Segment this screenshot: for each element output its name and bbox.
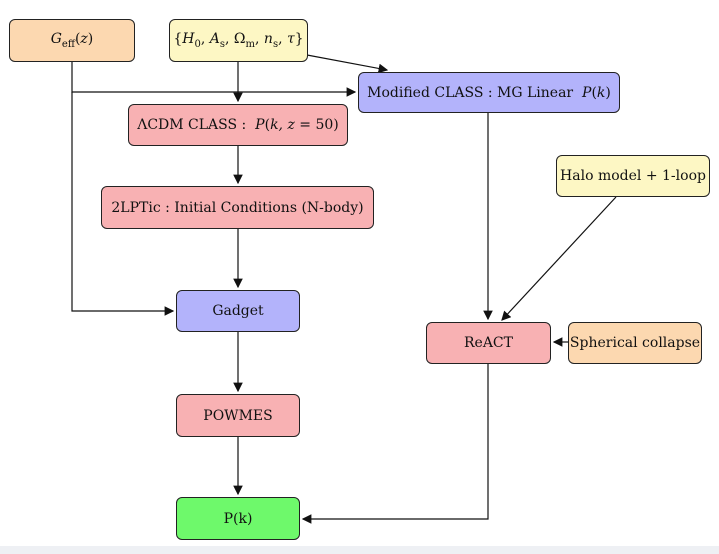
edge-params-to-modified bbox=[306, 54, 389, 74]
pk-label: P(k) bbox=[223, 510, 253, 527]
bottom-strip bbox=[0, 546, 719, 554]
halo-model-label: Halo model + 1-loop bbox=[560, 168, 706, 184]
modified-class-node: Modified CLASS : MG Linear P(k) bbox=[358, 72, 620, 113]
gadget-label: Gadget bbox=[212, 303, 264, 319]
lptic-node: 2LPTic : Initial Conditions (N-body) bbox=[101, 186, 374, 229]
spherical-collapse-node: Spherical collapse bbox=[568, 322, 702, 364]
params-label: {H0, As, Ωm, ns, τ} bbox=[173, 31, 304, 50]
modified-class-label: Modified CLASS : MG Linear P(k) bbox=[367, 84, 611, 101]
pk-node: P(k) bbox=[176, 497, 300, 540]
edge-react-to-pk bbox=[301, 364, 489, 524]
params-node: {H0, As, Ωm, ns, τ} bbox=[169, 19, 308, 62]
geff-node: Geff(z) bbox=[9, 19, 135, 62]
lcdm-class-node: ΛCDM CLASS : P(k, z = 50) bbox=[128, 104, 348, 146]
powmes-node: POWMES bbox=[176, 394, 300, 437]
react-node: ReACT bbox=[426, 322, 551, 364]
spherical-collapse-label: Spherical collapse bbox=[569, 335, 701, 351]
lptic-label: 2LPTic : Initial Conditions (N-body) bbox=[111, 199, 364, 216]
edge-geff-to-modified bbox=[71, 62, 357, 97]
gadget-node: Gadget bbox=[176, 290, 300, 332]
edge-halo-to-react bbox=[501, 196, 617, 321]
lcdm-class-label: ΛCDM CLASS : P(k, z = 50) bbox=[137, 117, 339, 133]
edge-geff-to-gadget bbox=[71, 92, 175, 316]
halo-model-node: Halo model + 1-loop bbox=[556, 155, 710, 197]
geff-label: Geff(z) bbox=[50, 31, 94, 50]
react-label: ReACT bbox=[464, 335, 513, 351]
powmes-label: POWMES bbox=[203, 407, 273, 424]
